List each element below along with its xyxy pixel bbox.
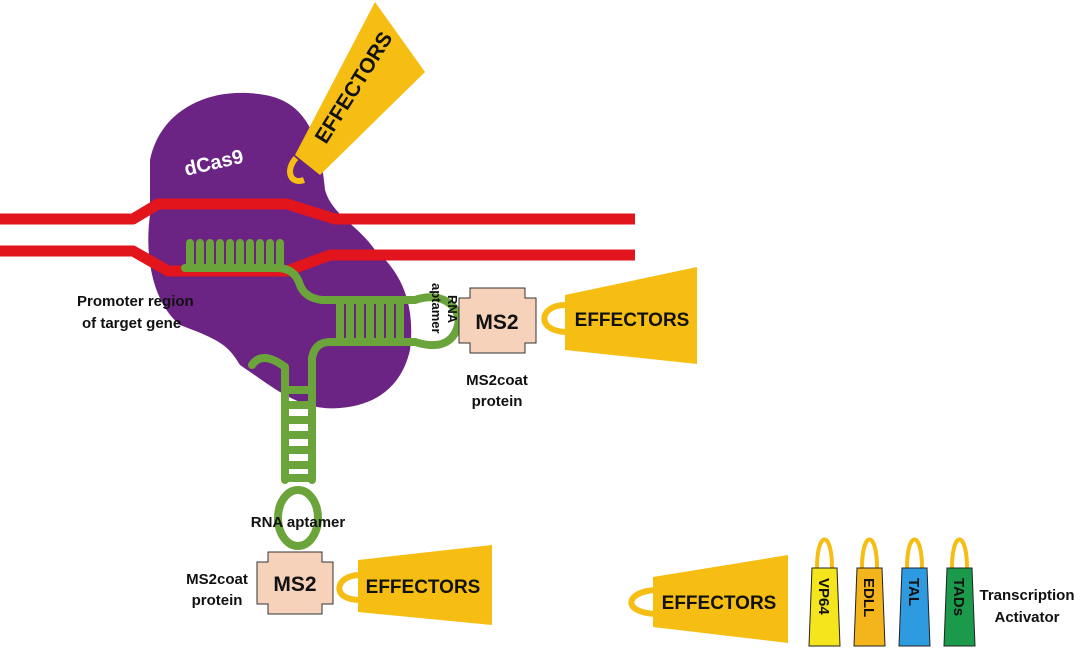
ms2-bottom-group: MS2 EFFECTORS (256, 545, 492, 625)
transcription-activator-line1: Transcription (979, 587, 1074, 604)
effector-legend-label: EFFECTORS (662, 593, 777, 614)
activator-tag (943, 567, 976, 647)
rna-aptamer-vertical-2: aptamer (429, 283, 444, 334)
activator-label: VP64 (815, 578, 832, 615)
effector-right-label: EFFECTORS (575, 310, 690, 331)
ms2coat-right-line1: MS2coat (466, 372, 528, 389)
activator-label: TADs (950, 578, 967, 616)
ms2coat-bottom-line1: MS2coat (186, 571, 248, 588)
ms2-right-protein (458, 287, 537, 354)
effector-legend: EFFECTORS (628, 555, 788, 643)
activator-tads: TADs (943, 537, 976, 647)
promoter-label-line2: of target gene (82, 315, 181, 332)
activator-label: TAL (905, 578, 922, 606)
promoter-label-line1: Promoter region (77, 293, 194, 310)
guide-rna (181, 239, 463, 550)
ms2coat-bottom-line2: protein (192, 592, 243, 609)
ms2-right-label: MS2 (475, 311, 518, 334)
activator-tal: TAL (898, 537, 931, 647)
activator-tag (853, 567, 886, 647)
rna-aptamer-vertical-1: RNA (445, 295, 460, 324)
activator-vp64: VP64 (808, 537, 841, 647)
effector-right-shape (565, 267, 697, 364)
activator-loop (950, 537, 969, 569)
effector-legend-shape (653, 555, 788, 643)
activator-tag (898, 567, 931, 647)
effector-top: EFFECTORS (287, 2, 425, 184)
activator-loop (860, 537, 879, 569)
ms2-right-group: MS2 EFFECTORS (458, 267, 697, 364)
activator-loop (815, 537, 834, 569)
effector-bottom-shape (358, 545, 492, 625)
dna-top-strand (0, 198, 635, 225)
ms2-bottom-label: MS2 (273, 573, 316, 596)
transcription-activator-line2: Activator (994, 609, 1059, 626)
activator-legend: VP64 EDLL TAL TADs (808, 537, 976, 647)
rna-aptamer-bottom-label: RNA aptamer (251, 514, 346, 531)
effector-bottom-label: EFFECTORS (366, 577, 481, 598)
activator-edll: EDLL (853, 537, 886, 647)
activator-tag (808, 567, 841, 647)
ms2-bottom-protein (256, 551, 334, 615)
activator-label: EDLL (860, 578, 877, 617)
ms2coat-right-line2: protein (472, 393, 523, 410)
activator-loop (905, 537, 924, 569)
